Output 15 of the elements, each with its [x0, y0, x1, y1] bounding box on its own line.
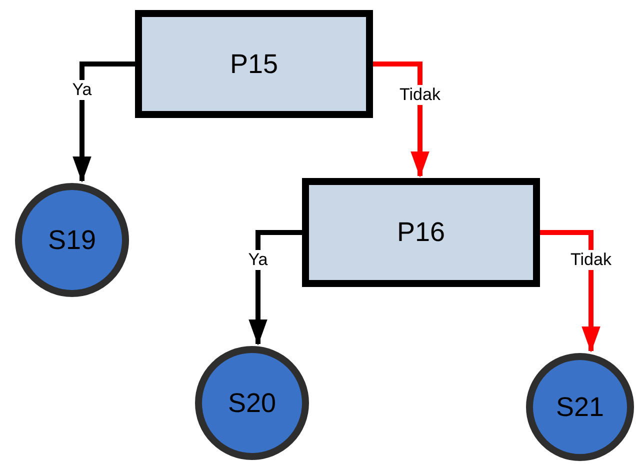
edge-label: Ya	[247, 250, 269, 270]
node-label: S21	[556, 390, 604, 424]
edge-label: Tidak	[570, 250, 612, 270]
node-label: P15	[230, 48, 278, 81]
arrow	[540, 230, 600, 352]
decision-box	[302, 178, 540, 287]
arrow	[248, 230, 302, 346]
arrow	[373, 62, 430, 178]
edge-label: Ya	[71, 80, 93, 100]
edge-label: Tidak	[398, 85, 442, 105]
node-label: S20	[228, 386, 276, 420]
node-label: P16	[396, 216, 446, 250]
decision-box	[135, 10, 373, 118]
node-label: S19	[48, 224, 96, 257]
arrow	[72, 62, 135, 182]
